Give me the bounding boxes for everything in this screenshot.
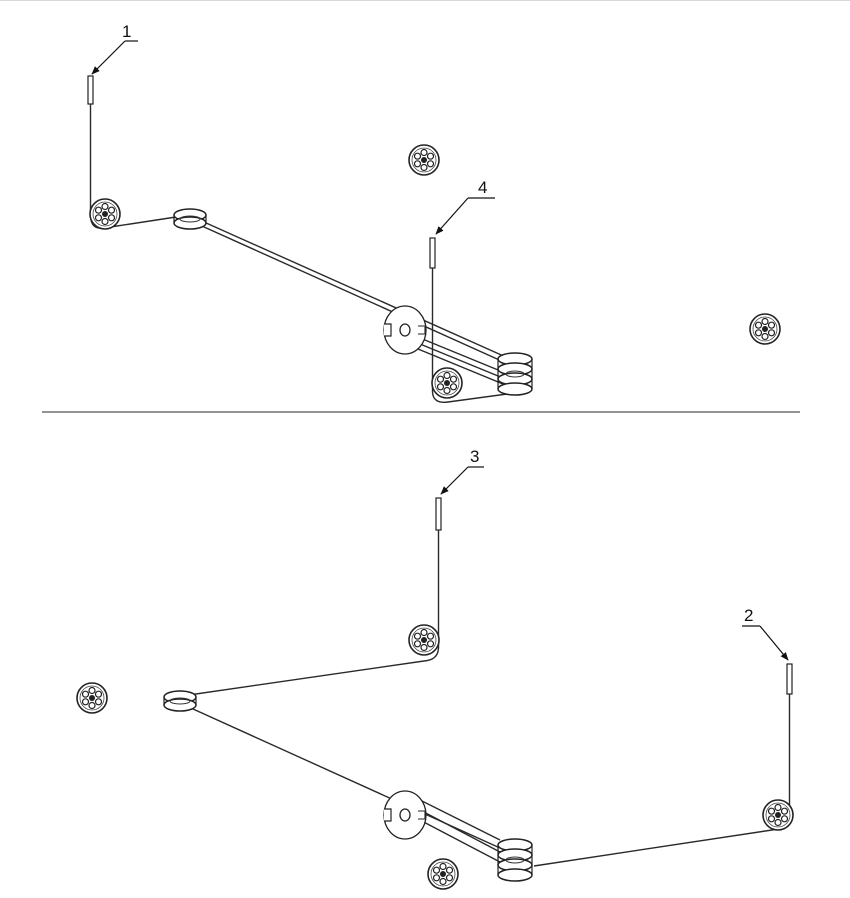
pulley-icon xyxy=(427,858,459,890)
top-border xyxy=(0,0,850,1)
cable-4 xyxy=(417,237,523,403)
drive-disk-icon xyxy=(383,305,427,355)
callout-leader-2: 2 xyxy=(742,606,789,661)
cable-1 xyxy=(87,75,509,364)
callout-label-1: 1 xyxy=(122,22,131,41)
spool-icon xyxy=(163,690,197,712)
spool-icon xyxy=(173,208,207,230)
spool-stack-icon xyxy=(497,838,533,882)
pulley-icon xyxy=(762,799,794,831)
pulley-icon xyxy=(431,367,463,399)
cable-2 xyxy=(533,663,793,867)
pulley-icon xyxy=(76,682,108,714)
callout-leader-4: 4 xyxy=(435,178,495,235)
callout-leader-1: 1 xyxy=(91,22,138,75)
callout-label-3: 3 xyxy=(470,447,479,466)
cable-3 xyxy=(181,497,501,863)
callout-label-4: 4 xyxy=(478,178,487,197)
spool-stack-icon xyxy=(497,352,533,396)
callout-label-2: 2 xyxy=(744,606,753,625)
pulley-icon xyxy=(749,313,781,345)
callout-leader-3: 3 xyxy=(440,447,484,495)
pulley-icon xyxy=(408,624,440,656)
pulley-icon xyxy=(89,198,121,230)
top-assembly: 1 4 xyxy=(87,22,781,403)
drive-disk-icon xyxy=(383,790,427,840)
pulley-icon xyxy=(408,144,440,176)
bottom-assembly: 3 2 xyxy=(76,447,794,890)
